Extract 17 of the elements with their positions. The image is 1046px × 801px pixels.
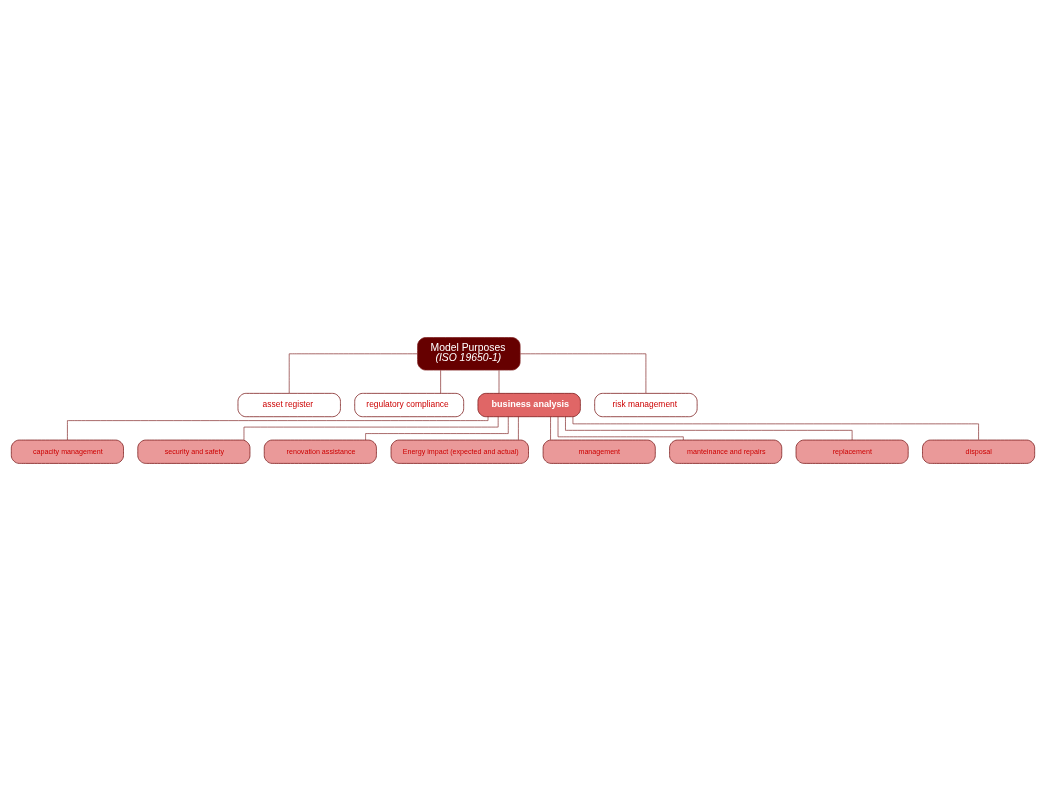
connector bbox=[519, 353, 647, 394]
connector bbox=[557, 416, 684, 441]
connector bbox=[572, 416, 979, 441]
node-box: Model Purposes (ISO 19650-1) bbox=[417, 337, 521, 371]
node-box: asset register bbox=[237, 393, 341, 418]
connector bbox=[243, 416, 499, 441]
connector bbox=[288, 353, 418, 394]
connector bbox=[550, 416, 551, 441]
connector bbox=[67, 416, 489, 441]
node-box: regulatory compliance bbox=[354, 393, 465, 418]
node-box: business analysis bbox=[477, 393, 581, 418]
connector bbox=[518, 416, 519, 441]
connector bbox=[565, 416, 853, 441]
connector bbox=[440, 369, 441, 394]
connector bbox=[365, 416, 509, 441]
node-box: risk management bbox=[594, 393, 698, 418]
connector bbox=[498, 369, 500, 394]
